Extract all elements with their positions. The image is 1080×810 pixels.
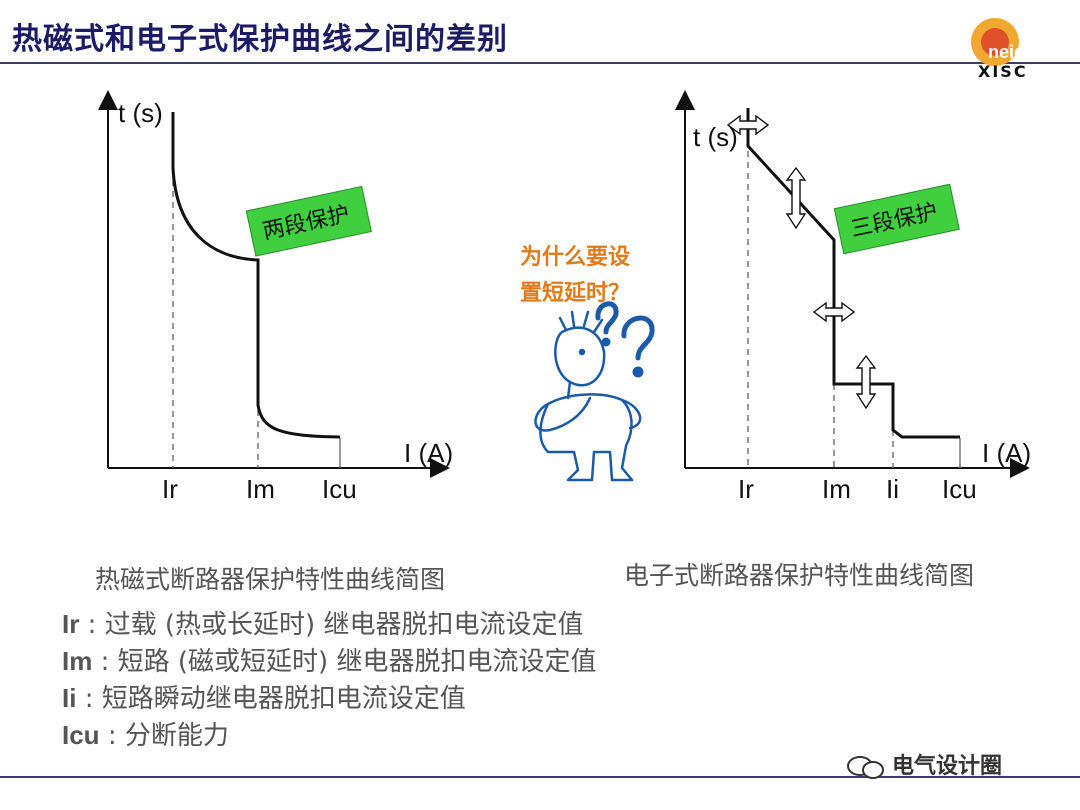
- question-line-2: 置短延时？: [520, 281, 631, 306]
- logo-fragment: neido: [988, 42, 1036, 62]
- adjust-vertical-arrow-icon: [855, 354, 877, 410]
- legend-item: Ir : 过载 (热或长延时) 继电器脱扣电流设定值: [62, 609, 584, 640]
- right-caption: 电子式断路器保护特性曲线简图: [624, 561, 975, 590]
- logo-text: XISC: [978, 62, 1028, 81]
- adjust-horizontal-arrow-icon: [812, 301, 856, 323]
- company-logo: neido: [971, 18, 1036, 66]
- question-line-1: 为什么要设: [520, 245, 631, 270]
- right-tick-im: Im: [822, 474, 851, 504]
- right-tick-ii: Ii: [886, 474, 899, 504]
- watermark-text: 电气设计圈: [892, 754, 1003, 779]
- legend: Ir : 过载 (热或长延时) 继电器脱扣电流设定值 Im : 短路 (磁或短延…: [62, 606, 596, 754]
- right-tick-icu: Icu: [942, 474, 977, 504]
- left-tick-im: Im: [246, 474, 275, 504]
- left-tick-icu: Icu: [322, 474, 357, 504]
- left-tick-ir: Ir: [162, 474, 178, 504]
- legend-item: Ii : 短路瞬动继电器脱扣电流设定值: [62, 683, 466, 714]
- footer-divider: [0, 776, 1080, 778]
- adjust-horizontal-arrow-icon: [726, 114, 770, 136]
- chat-bubble-icon: [847, 756, 884, 779]
- legend-item: Icu : 分断能力: [62, 720, 229, 751]
- right-badge: 三段保护: [833, 183, 960, 255]
- page-title: 热磁式和电子式保护曲线之间的差别: [12, 22, 508, 57]
- left-trip-curve: [171, 112, 341, 439]
- left-y-axis-label: t (s): [118, 98, 163, 128]
- right-trip-curve: [746, 108, 960, 439]
- adjust-vertical-arrow-icon: [785, 166, 807, 230]
- question-text: 为什么要设 置短延时？: [520, 240, 690, 312]
- watermark: 电气设计圈: [846, 748, 1002, 780]
- left-badge: 两段保护: [245, 185, 372, 257]
- question-mark-icon: [595, 301, 655, 378]
- left-x-axis-label: I (A): [404, 438, 453, 468]
- right-x-axis-label: I (A): [982, 438, 1031, 468]
- left-diagram: t (s) I (A) Ir Im Icu 两段保护: [98, 90, 453, 504]
- thinking-person-illustration: [534, 310, 642, 482]
- left-caption: 热磁式断路器保护特性曲线简图: [95, 565, 446, 594]
- title-divider: [0, 62, 1080, 64]
- legend-item: Im : 短路 (磁或短延时) 继电器脱扣电流设定值: [62, 646, 597, 677]
- right-tick-ir: Ir: [738, 474, 754, 504]
- right-diagram: t (s) I (A) Ir Im Ii Icu 三段保护: [675, 90, 1031, 504]
